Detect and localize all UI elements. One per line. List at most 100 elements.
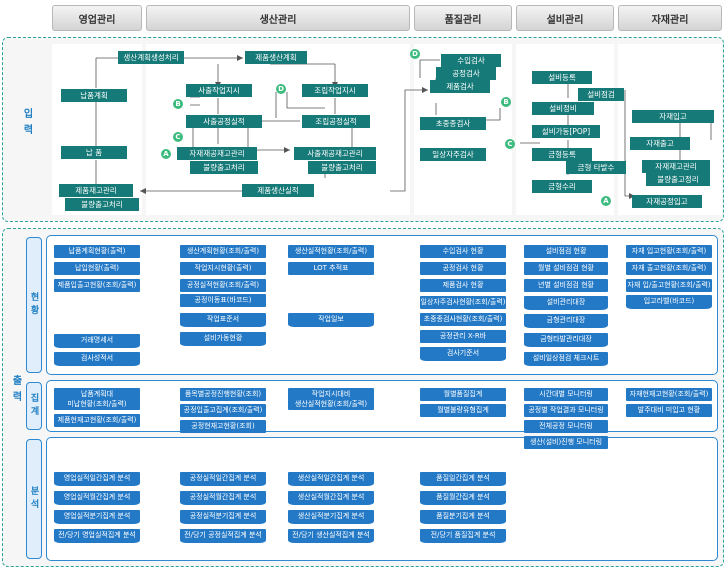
injection-wip-management[interactable]: 사출재공재고관리 <box>294 147 376 160</box>
agg-prod-l-1[interactable]: 품목별공정진행현황(조회) <box>180 388 266 401</box>
defect-release-assembly[interactable]: 불량출고처리 <box>308 161 376 174</box>
status-sales-4[interactable]: 거래명세서 <box>54 334 140 348</box>
status-quality-5[interactable]: 초중종검사현황(조회/출력) <box>420 313 506 326</box>
status-quality-2[interactable]: 공정검사 현황 <box>420 262 506 275</box>
status-prod-l-1[interactable]: 생산계획현황(조회/출력) <box>180 245 266 258</box>
delivery[interactable]: 납 품 <box>61 146 127 159</box>
status-sales-2[interactable]: 납입현황(출력) <box>54 262 140 275</box>
agg-material-1[interactable]: 자재현재고현황(조회/출력) <box>626 388 712 401</box>
status-equip-4[interactable]: 설비관리대장 <box>524 296 608 310</box>
equipment-operation-pop[interactable]: 설비가동[POP] <box>532 125 600 138</box>
status-prod-r-3[interactable]: 작업일보 <box>288 313 374 327</box>
status-sales-5[interactable]: 검사성적서 <box>54 352 140 366</box>
agg-quality-1[interactable]: 월별품질집계 <box>420 388 506 401</box>
incoming-inspection[interactable]: 수입검사 <box>441 54 501 67</box>
defect-release-material[interactable]: 불량출고정리 <box>646 173 710 186</box>
status-quality-4[interactable]: 일상자주검사현황(조회/출력) <box>420 296 506 309</box>
agg-equip-3[interactable]: 전체공정 모니터링 <box>524 420 608 433</box>
material-issue[interactable]: 자재출고 <box>630 137 690 150</box>
status-sales-3[interactable]: 제품입출고현황(조회/출력) <box>54 279 140 292</box>
mold-stroke-count[interactable]: 금형 타발수 <box>566 161 626 174</box>
status-equip-2[interactable]: 월별 설비점검 현황 <box>524 262 608 275</box>
ana-quality-2[interactable]: 품질월간집계 분석 <box>420 491 506 505</box>
agg-prod-l-2[interactable]: 공정입출고집계(조회/출력) <box>180 404 266 417</box>
material-process-receiving[interactable]: 자재공정입고 <box>632 195 702 208</box>
status-prod-r-2[interactable]: LOT 추적표 <box>288 262 374 275</box>
status-equip-5[interactable]: 금형관리대장 <box>524 314 608 328</box>
agg-material-2[interactable]: 발주대비 미입고 현황 <box>626 404 712 417</box>
material-receiving[interactable]: 자재입고 <box>632 110 714 123</box>
status-prod-l-2[interactable]: 작업지시현황(출력) <box>180 262 266 275</box>
defect-release-sales[interactable]: 불량출고처리 <box>65 198 139 211</box>
status-equip-3[interactable]: 년별 설비점검 현황 <box>524 279 608 292</box>
status-prod-l-3[interactable]: 공정실적현황(조회/출력) <box>180 279 266 292</box>
status-quality-3[interactable]: 제품검사 현황 <box>420 279 506 292</box>
first-mid-last-inspection[interactable]: 초중종검사 <box>420 117 486 130</box>
status-prod-l-5[interactable]: 작업표준서 <box>180 313 266 327</box>
defect-release-injection[interactable]: 불량출고처리 <box>190 161 258 174</box>
assembly-work-order[interactable]: 조립작업지시 <box>302 84 368 97</box>
status-material-1[interactable]: 자재 입고현황(조회/출력) <box>626 245 712 258</box>
ana-prod-l-3[interactable]: 공정실적분기집계 분석 <box>180 510 266 524</box>
ana-prod-r-2[interactable]: 생산실적월간집계 분석 <box>288 491 374 505</box>
injection-work-order[interactable]: 사출작업지시 <box>186 84 252 97</box>
product-production-plan[interactable]: 제품생산계획 <box>245 51 307 64</box>
equipment-register[interactable]: 설비등록 <box>532 71 592 84</box>
agg-prod-l-3[interactable]: 공정현재고현황(조회) <box>180 420 266 433</box>
mold-repair[interactable]: 금형수리 <box>532 180 592 193</box>
ana-prod-r-3[interactable]: 생산실적분기집계 분석 <box>288 510 374 524</box>
header-quality: 품질관리 <box>414 5 512 31</box>
status-quality-6[interactable]: 공정관리 X-R바 <box>420 330 506 343</box>
status-prod-l-6[interactable]: 설비가동현황 <box>180 332 266 346</box>
production-plan-generate[interactable]: 생산계획생성처리 <box>118 51 184 64</box>
connector-d-quality: D <box>410 49 420 59</box>
agg-quality-2[interactable]: 월별불량유형집계 <box>420 404 506 417</box>
ana-quality-3[interactable]: 품질분기집계 분석 <box>420 510 506 524</box>
ana-prod-l-2[interactable]: 공정실적월간집계 분석 <box>180 491 266 505</box>
product-production-result[interactable]: 제품생산실적 <box>242 184 314 197</box>
status-material-3[interactable]: 자재 입/출고현황(조회/출력) <box>626 279 712 292</box>
agg-sales-2[interactable]: 제품현재고현황(조회/출력) <box>54 414 140 427</box>
ana-prod-r-1[interactable]: 생산실적일간집계 분석 <box>288 472 374 486</box>
assembly-process-result[interactable]: 조립공정실적 <box>302 115 370 128</box>
ana-sales-3[interactable]: 영업실적분기집계 분석 <box>54 510 140 524</box>
process-inspection[interactable]: 공정검사 <box>436 67 496 80</box>
status-prod-l-4[interactable]: 공정이동표(바코드) <box>180 294 266 307</box>
status-equip-7[interactable]: 설비일상점검 체크시트 <box>524 352 608 366</box>
daily-self-inspection[interactable]: 일상자주검사 <box>420 148 486 161</box>
sales-plan[interactable]: 납품계획 <box>61 89 127 102</box>
mold-register[interactable]: 금형등록 <box>532 148 592 161</box>
agg-equip-2[interactable]: 공정별 작업결과 모니터링 <box>524 404 608 417</box>
status-equip-6[interactable]: 금형타발관리대장 <box>524 333 608 347</box>
agg-equip-1[interactable]: 시간대별 모니터링 <box>524 388 608 401</box>
ana-prod-l-4[interactable]: 전/당기 공정실적집계 분석 <box>180 529 266 543</box>
status-sales-1[interactable]: 납품계획현황(출력) <box>54 245 140 258</box>
ana-prod-r-4[interactable]: 전/당기 생산실적집계 분석 <box>288 529 374 543</box>
material-stock-management[interactable]: 자재재고관리 <box>642 160 710 173</box>
ana-prod-l-1[interactable]: 공정실적일간집계 분석 <box>180 472 266 486</box>
agg-sales-1[interactable]: 납품계획대 미납현황(조회/출력) <box>54 388 140 410</box>
status-quality-1[interactable]: 수입검사 현황 <box>420 245 506 258</box>
status-material-2[interactable]: 자재 출고현황(조회/출력) <box>626 262 712 275</box>
product-stock-management[interactable]: 제품재고관리 <box>59 184 133 197</box>
ana-sales-4[interactable]: 전/당기 영업실적집계 분석 <box>54 529 140 543</box>
agg-equip-4[interactable]: 생산(설비)진행 모니터링 <box>524 436 608 449</box>
ana-sales-1[interactable]: 영업실적일간집계 분석 <box>54 472 140 486</box>
equipment-maintenance[interactable]: 설비정비 <box>532 102 594 115</box>
ana-sales-2[interactable]: 영업실적월간집계 분석 <box>54 491 140 505</box>
ana-quality-1[interactable]: 품질일간집계 분석 <box>420 472 506 486</box>
status-quality-7[interactable]: 검사기준서 <box>420 347 506 361</box>
connector-a-material: A <box>601 196 611 206</box>
injection-process-result[interactable]: 사출공정실적 <box>186 115 262 128</box>
connector-c-prod: C <box>173 132 183 142</box>
agg-prod-r-1[interactable]: 작업지시대비 생산실적현황(조회/출력) <box>288 388 374 410</box>
material-wip-management[interactable]: 자재재공재고관리 <box>177 147 257 160</box>
connector-d-prod: D <box>276 84 286 94</box>
status-prod-r-1[interactable]: 생산실적현황(조회/출력) <box>288 245 374 258</box>
product-inspection[interactable]: 제품검사 <box>430 80 490 93</box>
connector-c-equipment: C <box>505 139 515 149</box>
equipment-check[interactable]: 설비점검 <box>578 88 624 101</box>
status-equip-1[interactable]: 설비점검 현황 <box>524 245 608 258</box>
status-material-4[interactable]: 입고라벨(바코드) <box>626 295 712 309</box>
ana-quality-4[interactable]: 전/당기 품질집계 분석 <box>420 529 506 543</box>
